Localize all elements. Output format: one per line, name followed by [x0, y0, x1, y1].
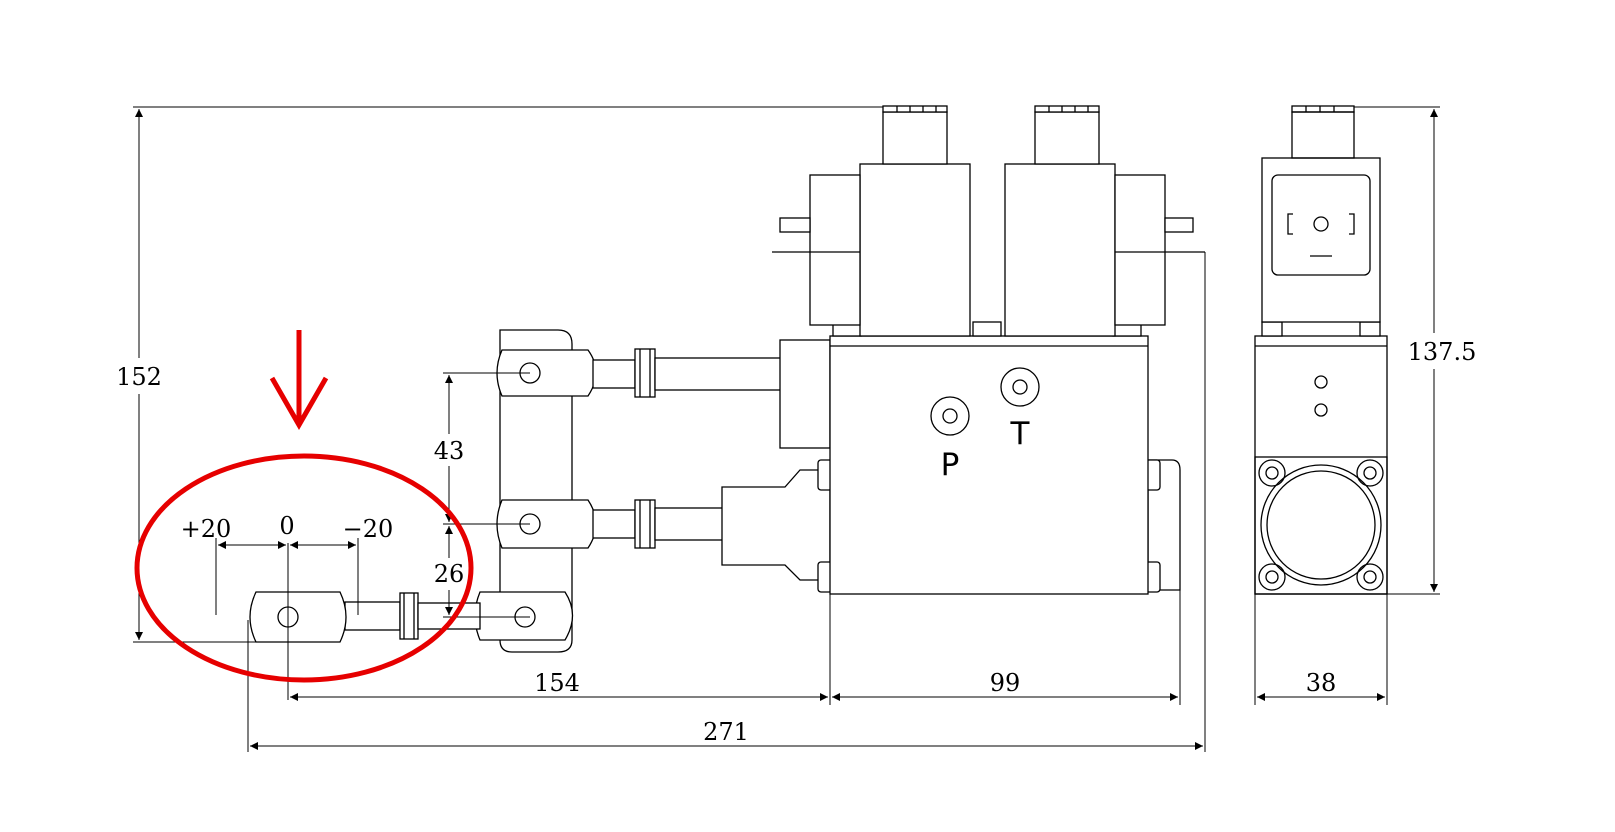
dimension-pitch: 43 26 [428, 372, 530, 618]
dim-label-152: 152 [116, 363, 162, 391]
highlight-ellipse [134, 453, 474, 683]
dim-label-99: 99 [990, 669, 1021, 697]
lever-assembly [249, 329, 786, 700]
stroke-label-minus20: −20 [343, 515, 394, 543]
stroke-label-zero: 0 [279, 512, 294, 540]
dim-label-38: 38 [1306, 669, 1337, 697]
solenoid-right [1004, 105, 1205, 337]
port-label-p: P [941, 447, 960, 483]
port-t-icon [1000, 367, 1040, 407]
stroke-label-plus20: +20 [181, 515, 232, 543]
dim-label-43: 43 [434, 437, 465, 465]
valve-side-view [1254, 105, 1388, 595]
dimension-bottom: 154 99 38 271 [247, 252, 1388, 752]
dimension-side-height: 137.5 [1354, 106, 1480, 595]
dim-label-271: 271 [703, 718, 749, 746]
solenoid-left [772, 105, 971, 337]
down-arrow-icon [269, 330, 329, 431]
dim-label-137-5: 137.5 [1408, 338, 1477, 366]
dim-label-26: 26 [434, 560, 465, 588]
port-p-icon [930, 396, 970, 436]
dimension-overall-height: 152 [108, 106, 900, 643]
port-label-t: T [1010, 416, 1031, 452]
dimension-stroke: +20 0 −20 [181, 512, 394, 615]
valve-block-front: P T [721, 105, 1205, 595]
highlight-annotation [134, 330, 474, 683]
dim-label-154: 154 [534, 669, 580, 697]
